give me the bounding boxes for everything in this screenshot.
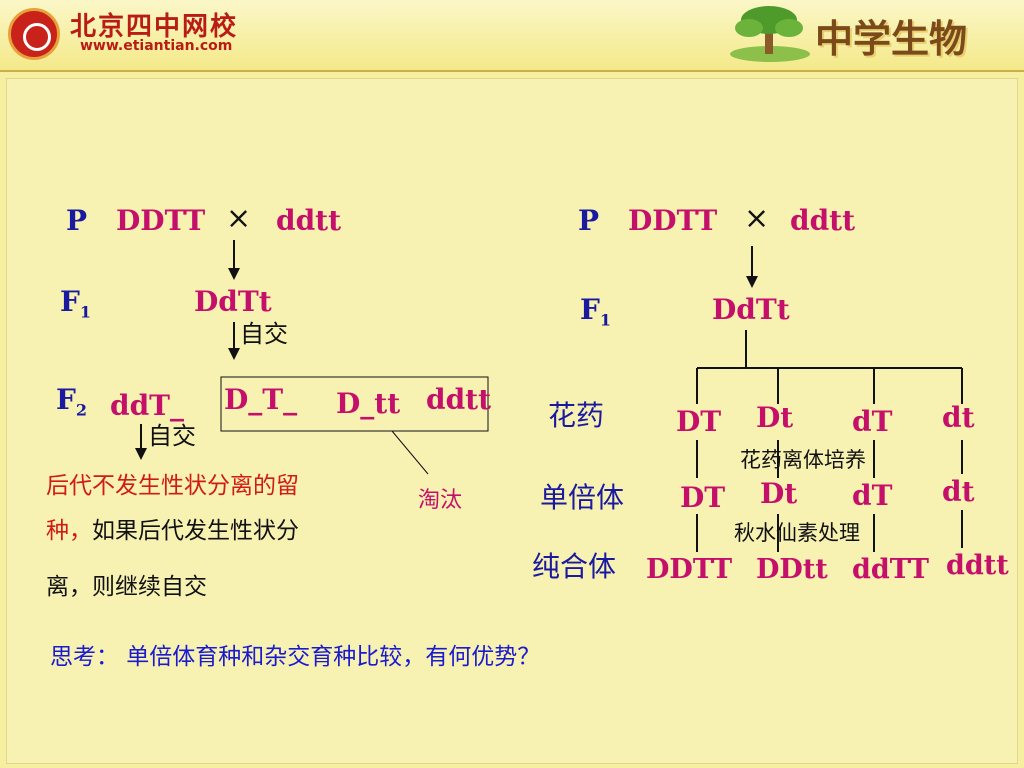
left-selfing-label-2: 自交 <box>148 422 196 450</box>
school-name: 北京四中网校 <box>70 12 239 42</box>
tree-icon <box>730 6 810 62</box>
right-p-label: P <box>578 204 600 237</box>
question-text: 思考： 单倍体育种和杂交育种比较，有何优势？ <box>50 644 541 670</box>
eliminate-box <box>220 376 489 432</box>
right-parent-ddtt-recessive: ddtt <box>790 204 856 237</box>
haploid-dT: dT <box>852 479 893 512</box>
left-parent-ddtt-recessive: ddtt <box>276 204 342 237</box>
eliminate-pointer <box>391 430 429 475</box>
left-f1-genotype: DdTt <box>194 285 272 318</box>
left-f2-D_tt: D_tt <box>336 387 401 420</box>
left-p-label: P <box>66 204 88 237</box>
left-f2-ddT: ddT_ <box>110 389 184 422</box>
brand-title: 中学生物 <box>815 17 968 61</box>
row-label-haploid: 单倍体 <box>540 481 625 514</box>
eliminate-label: 淘汰 <box>418 488 463 513</box>
haploid-Dt: Dt <box>760 477 798 510</box>
pure-DDTT: DDTT <box>646 554 733 585</box>
right-parent-ddtt-dominant: DDTT <box>628 204 718 237</box>
left-f2-D_T_: D_T_ <box>224 383 298 416</box>
haploid-dt: dt <box>942 475 975 508</box>
pure-ddtt: ddtt <box>946 550 1009 581</box>
row-label-pure: 纯合体 <box>532 550 617 583</box>
left-cross-symbol: × <box>226 201 252 236</box>
right-cross-symbol: × <box>744 201 770 236</box>
haploid-DT: DT <box>680 481 726 514</box>
note-line-3: 离，则继续自交 <box>46 574 207 600</box>
note-line-1: 后代不发生性状分离的留 <box>46 473 299 499</box>
left-f2-ddtt: ddtt <box>426 383 492 416</box>
anther-DT: DT <box>676 405 722 438</box>
pure-DDtt: DDtt <box>756 554 828 585</box>
school-logo-icon <box>8 8 60 60</box>
header-banner: 北京四中网校 www.etiantian.com 中学生物 <box>0 0 1024 72</box>
school-url: www.etiantian.com <box>80 38 233 54</box>
pure-ddTT: ddTT <box>852 554 929 585</box>
step-anther-culture: 花药离体培养 <box>740 448 866 472</box>
right-f1-genotype: DdTt <box>712 293 790 326</box>
left-f1-label: F1 <box>60 285 92 322</box>
step-colchicine: 秋水仙素处理 <box>734 521 860 545</box>
note-line-2: 种，如果后代发生性状分 <box>46 518 299 544</box>
left-parent-ddtt-dominant: DDTT <box>116 204 206 237</box>
anther-dt: dt <box>942 401 975 434</box>
right-f1-label: F1 <box>580 293 612 330</box>
slide-content <box>6 78 1018 764</box>
anther-dT: dT <box>852 405 893 438</box>
left-selfing-label: 自交 <box>240 320 288 348</box>
anther-Dt: Dt <box>756 401 794 434</box>
left-f2-label: F2 <box>56 383 88 420</box>
row-label-anther: 花药 <box>548 399 605 432</box>
